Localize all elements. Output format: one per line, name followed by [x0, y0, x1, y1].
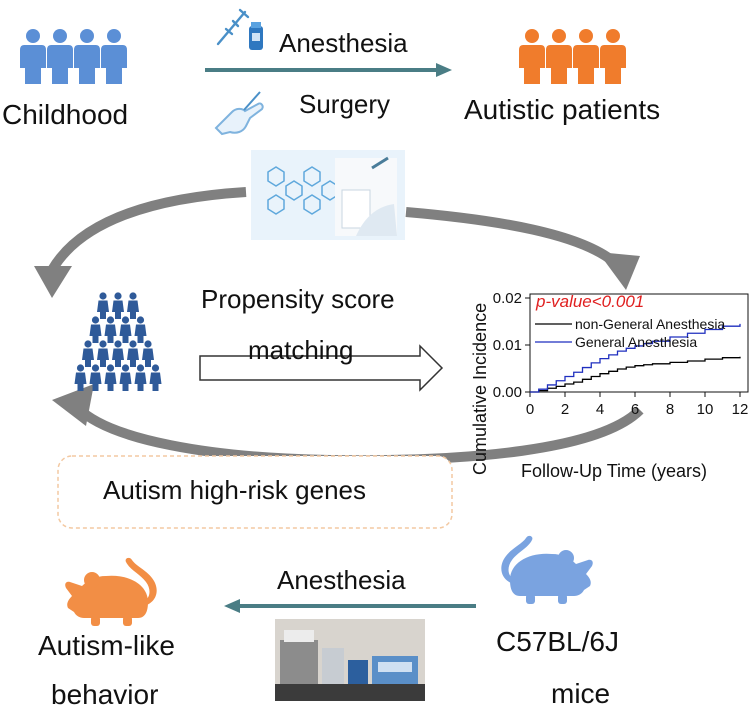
cumulative-incidence-chart: 0.00 0.01 0.02 0 2 4 6 8 10 12 p-value<0.001 non…	[470, 290, 749, 481]
x-tick-label: 12	[732, 401, 749, 418]
strain-label-line-2: mice	[551, 678, 611, 709]
cycle-arrowhead-bottom	[52, 384, 94, 426]
cycle-arrowhead-right	[598, 252, 640, 290]
method-label-line-1: Propensity score	[201, 284, 395, 314]
cycle-arc-bottom	[74, 404, 644, 466]
x-tick-label: 8	[666, 401, 674, 418]
series-line-non-general-anesthesia	[530, 356, 741, 393]
population-person-icon	[104, 316, 117, 343]
population-person-icon	[134, 316, 147, 343]
top-arrow-label-anesthesia: Anesthesia	[279, 28, 408, 58]
y-tick-label: 0.00	[493, 384, 522, 401]
mouse-icon-blue	[501, 535, 593, 604]
population-person-icon	[149, 364, 162, 391]
x-tick-label: 4	[596, 401, 604, 418]
autistic-patients-people-icon	[519, 29, 626, 84]
top-arrow-label-surgery: Surgery	[299, 89, 391, 119]
y-tick-label: 0.02	[493, 290, 522, 307]
strain-label-line-1: C57BL/6J	[496, 626, 619, 657]
x-tick-label: 10	[697, 401, 714, 418]
matching-to-chart-arrow	[199, 344, 444, 392]
x-tick-label: 0	[526, 401, 534, 418]
population-icon	[74, 292, 162, 391]
cycle-arrowhead-left	[34, 266, 72, 298]
population-person-icon	[97, 340, 109, 367]
chart-x-axis-label: Follow-Up Time (years)	[521, 461, 707, 481]
chart-plot-frame	[529, 293, 749, 393]
childhood-people-icon	[20, 29, 127, 84]
population-person-icon	[119, 316, 132, 343]
gloved-hand-icon	[214, 91, 264, 136]
medical-banner-image	[251, 150, 405, 240]
chart-y-axis-label: Cumulative Incidence	[470, 303, 490, 475]
population-person-icon	[142, 340, 154, 367]
bottom-arrow-label: Anesthesia	[277, 565, 406, 595]
syringe-icon	[216, 8, 250, 46]
mouse-icon-orange	[65, 557, 157, 626]
population-person-icon	[89, 316, 102, 343]
population-person-icon	[104, 364, 117, 391]
y-tick-label: 0.01	[493, 337, 522, 354]
population-person-icon	[127, 292, 139, 319]
cycle-arc-top-left	[47, 187, 247, 273]
population-person-icon	[112, 292, 124, 319]
anesthesia-surgery-arrow	[205, 63, 452, 77]
cycle-arc-top-right	[405, 207, 618, 266]
population-person-icon	[119, 364, 132, 391]
x-tick-label: 6	[631, 401, 639, 418]
x-tick-label: 2	[561, 401, 569, 418]
vial-icon	[249, 22, 263, 50]
autism-like-label-line-1: Autism-like	[38, 630, 175, 661]
population-person-icon	[127, 340, 139, 367]
chart-pvalue-annotation: p-value<0.001	[535, 292, 644, 311]
population-person-icon	[134, 364, 147, 391]
genes-box	[57, 455, 453, 529]
autism-like-label-line-2: behavior	[51, 679, 159, 710]
genes-label: Autism high-risk genes	[103, 475, 366, 505]
population-person-icon	[82, 340, 94, 367]
series-line-general-anesthesia	[530, 323, 741, 393]
population-person-icon	[97, 292, 109, 319]
legend-label-non-general: non-General Anesthesia	[575, 316, 725, 332]
method-label-line-2: matching	[248, 335, 354, 365]
autistic-patients-label: Autistic patients	[464, 94, 661, 125]
population-person-icon	[74, 364, 87, 391]
population-person-icon	[112, 340, 124, 367]
lab-equipment-image	[275, 619, 425, 701]
bottom-anesthesia-arrow	[224, 599, 476, 613]
childhood-label: Childhood	[2, 99, 129, 130]
legend-label-general: General Anesthesia	[575, 334, 697, 350]
